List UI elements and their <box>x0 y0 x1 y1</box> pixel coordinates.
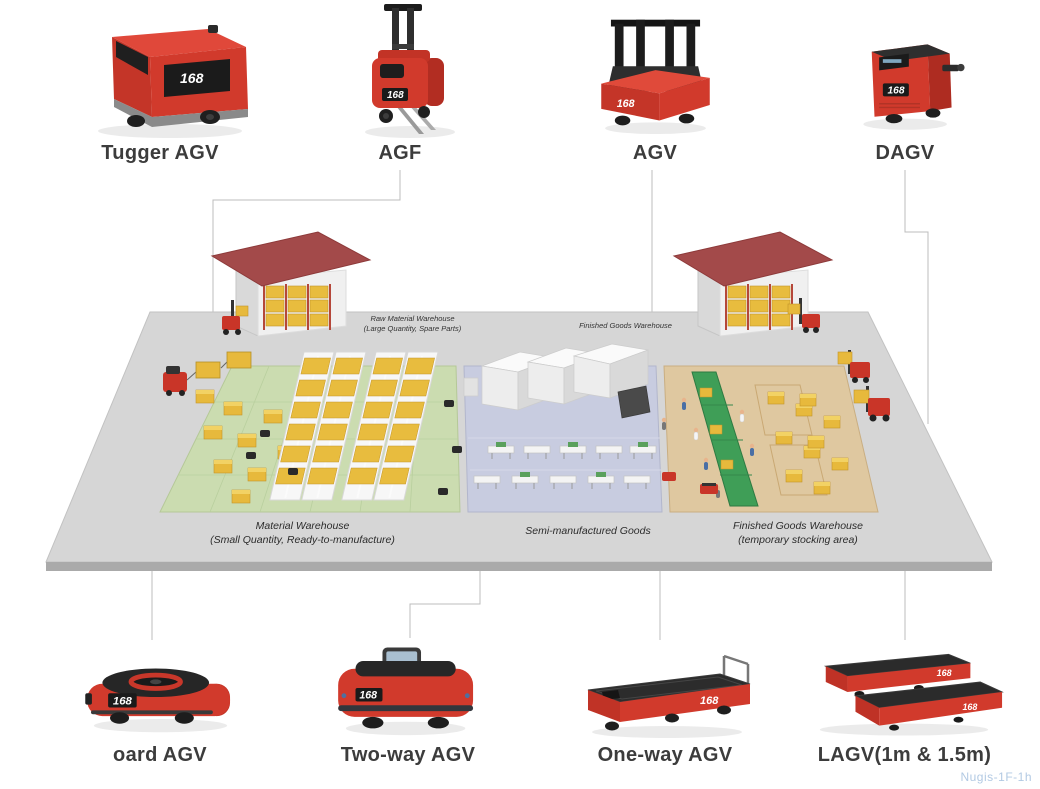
forklifts-right <box>837 350 890 422</box>
lagv-image: 168 168 <box>800 638 1008 738</box>
label-agv: AGV <box>632 142 678 164</box>
forklift-right-building <box>787 298 820 333</box>
roof-right <box>672 231 834 287</box>
connector-lines <box>151 170 929 640</box>
production-machines <box>463 343 651 419</box>
building-finished-goods <box>672 231 834 337</box>
small-carts <box>246 400 462 495</box>
brand-logo: 168 <box>617 98 635 110</box>
label-finished-bottom-sub: (temporary stocking area) <box>738 534 858 547</box>
label-finished-goods-top: Finished Goods Warehouse <box>548 321 703 331</box>
label-finished-goods-top-text: Finished Goods Warehouse <box>579 321 672 330</box>
storage-racks <box>269 351 439 501</box>
label-material-title: Material Warehouse <box>255 520 350 532</box>
rack-boxes-right-building <box>727 285 791 327</box>
conveyor <box>691 371 759 507</box>
brand-logo: 168 <box>359 690 377 702</box>
rack-boxes-left-building <box>265 285 329 327</box>
label-two-way-agv: Two-way AGV <box>340 744 476 766</box>
dagv-image: 168 <box>842 12 972 137</box>
label-one-way-agv: One-way AGV <box>597 744 733 766</box>
mini-agvs <box>662 472 718 494</box>
forklift-left-building <box>222 300 249 335</box>
label-board-agv: oard AGV <box>113 744 207 766</box>
connector-dagv <box>904 170 929 424</box>
connector-two-way <box>409 562 481 638</box>
tugger-train <box>163 351 252 396</box>
brand-logo: 168 <box>180 70 204 86</box>
brand-logo: 168 <box>700 695 719 707</box>
label-semi-title: Semi-manufactured Goods <box>525 525 651 537</box>
label-material-sub: (Small Quantity, Ready-to-manufacture) <box>210 534 395 547</box>
label-semi-manufactured: Semi-manufactured Goods <box>498 524 678 538</box>
label-finished-bottom-title: Finished Goods Warehouse <box>733 520 863 532</box>
watermark: Nugis-1F-1h <box>960 770 1032 784</box>
label-tugger-agv: Tugger AGV <box>101 142 219 164</box>
label-raw-material-sub: (Large Quantity, Spare Parts) <box>363 324 462 334</box>
label-raw-material-title: Raw Material Warehouse <box>370 314 455 323</box>
brand-logo: 168 <box>888 86 905 97</box>
label-dagv: DAGV <box>875 142 935 164</box>
pallet-stacks-right <box>767 391 849 495</box>
board-agv-image: 168 <box>68 638 253 738</box>
label-agf: AGF <box>378 142 422 164</box>
label-raw-material-warehouse: Raw Material Warehouse (Large Quantity, … <box>330 314 495 334</box>
connector-agf <box>212 170 401 333</box>
two-way-agv-image: 168 <box>326 634 491 740</box>
one-way-agv-image: 168 <box>572 648 762 740</box>
brand-logo: 168 <box>387 90 404 101</box>
label-material-warehouse: Material Warehouse (Small Quantity, Read… <box>175 519 430 547</box>
roof-left <box>210 231 372 287</box>
building-raw-material <box>210 231 372 337</box>
label-finished-goods-bottom: Finished Goods Warehouse (temporary stoc… <box>698 519 898 547</box>
tugger-agv-image: 168 <box>60 5 260 140</box>
brand-logo: 168 <box>962 702 977 712</box>
agv-image: 168 <box>578 8 733 138</box>
label-lagv: LAGV(1m & 1.5m) <box>817 744 992 766</box>
work-tables <box>473 442 657 489</box>
brand-logo: 168 <box>937 668 952 678</box>
agf-image: 168 <box>330 0 470 140</box>
workers <box>661 397 755 498</box>
brand-logo: 168 <box>113 696 133 708</box>
